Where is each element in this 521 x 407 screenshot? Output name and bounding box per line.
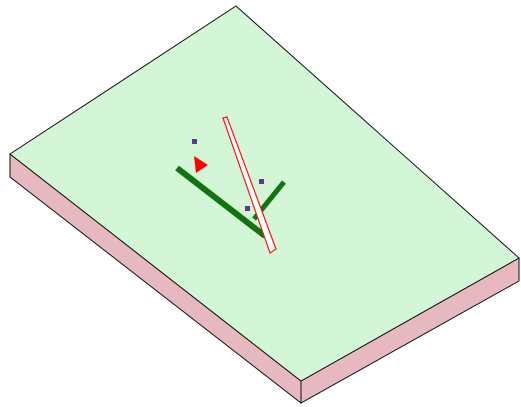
vertex-point-icon[interactable]	[192, 139, 197, 144]
slab-top-face[interactable]	[9, 5, 520, 382]
wall-segment-long[interactable]	[175, 165, 267, 239]
red-outlined-element[interactable]	[222, 116, 277, 254]
section-marker-icon[interactable]	[194, 156, 208, 173]
vertex-point-icon[interactable]	[245, 206, 250, 211]
vertex-point-icon[interactable]	[259, 179, 264, 184]
